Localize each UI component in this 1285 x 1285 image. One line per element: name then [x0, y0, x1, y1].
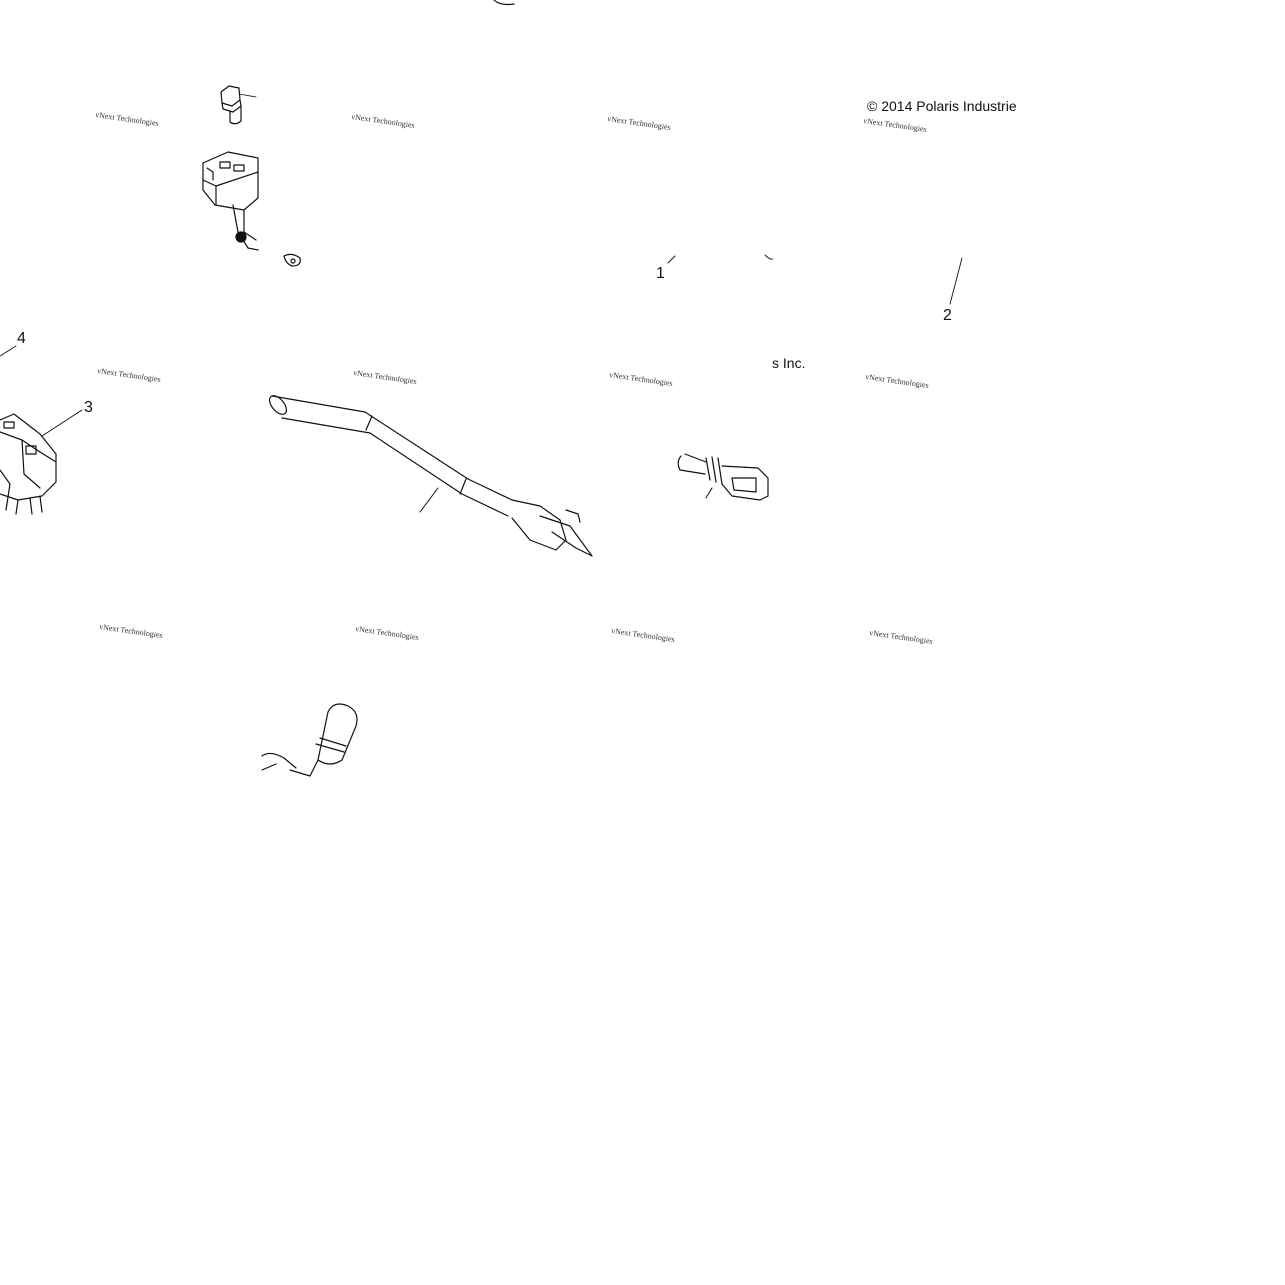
leader-line-4	[0, 345, 17, 357]
sensor-module-part	[202, 151, 301, 267]
leader-line-2	[949, 257, 963, 305]
callout-3: 3	[84, 399, 93, 416]
copyright-text-continuation: s Inc.	[772, 355, 806, 371]
temperature-sensor-part	[677, 453, 769, 501]
crank-sensor-part	[261, 703, 358, 777]
part-fragment-top	[493, 0, 515, 6]
bolt-part	[220, 85, 257, 125]
callout-4: 4	[17, 330, 26, 347]
leader-line-1	[667, 255, 676, 264]
callout-2: 2	[943, 307, 952, 324]
ignition-module-part	[0, 413, 57, 515]
callout-1: 1	[656, 265, 665, 282]
leader-line-3	[41, 409, 83, 437]
probe-sensor-part	[268, 395, 593, 557]
copyright-text: © 2014 Polaris Industrie	[867, 98, 1017, 114]
leader-line-1b	[764, 254, 774, 260]
